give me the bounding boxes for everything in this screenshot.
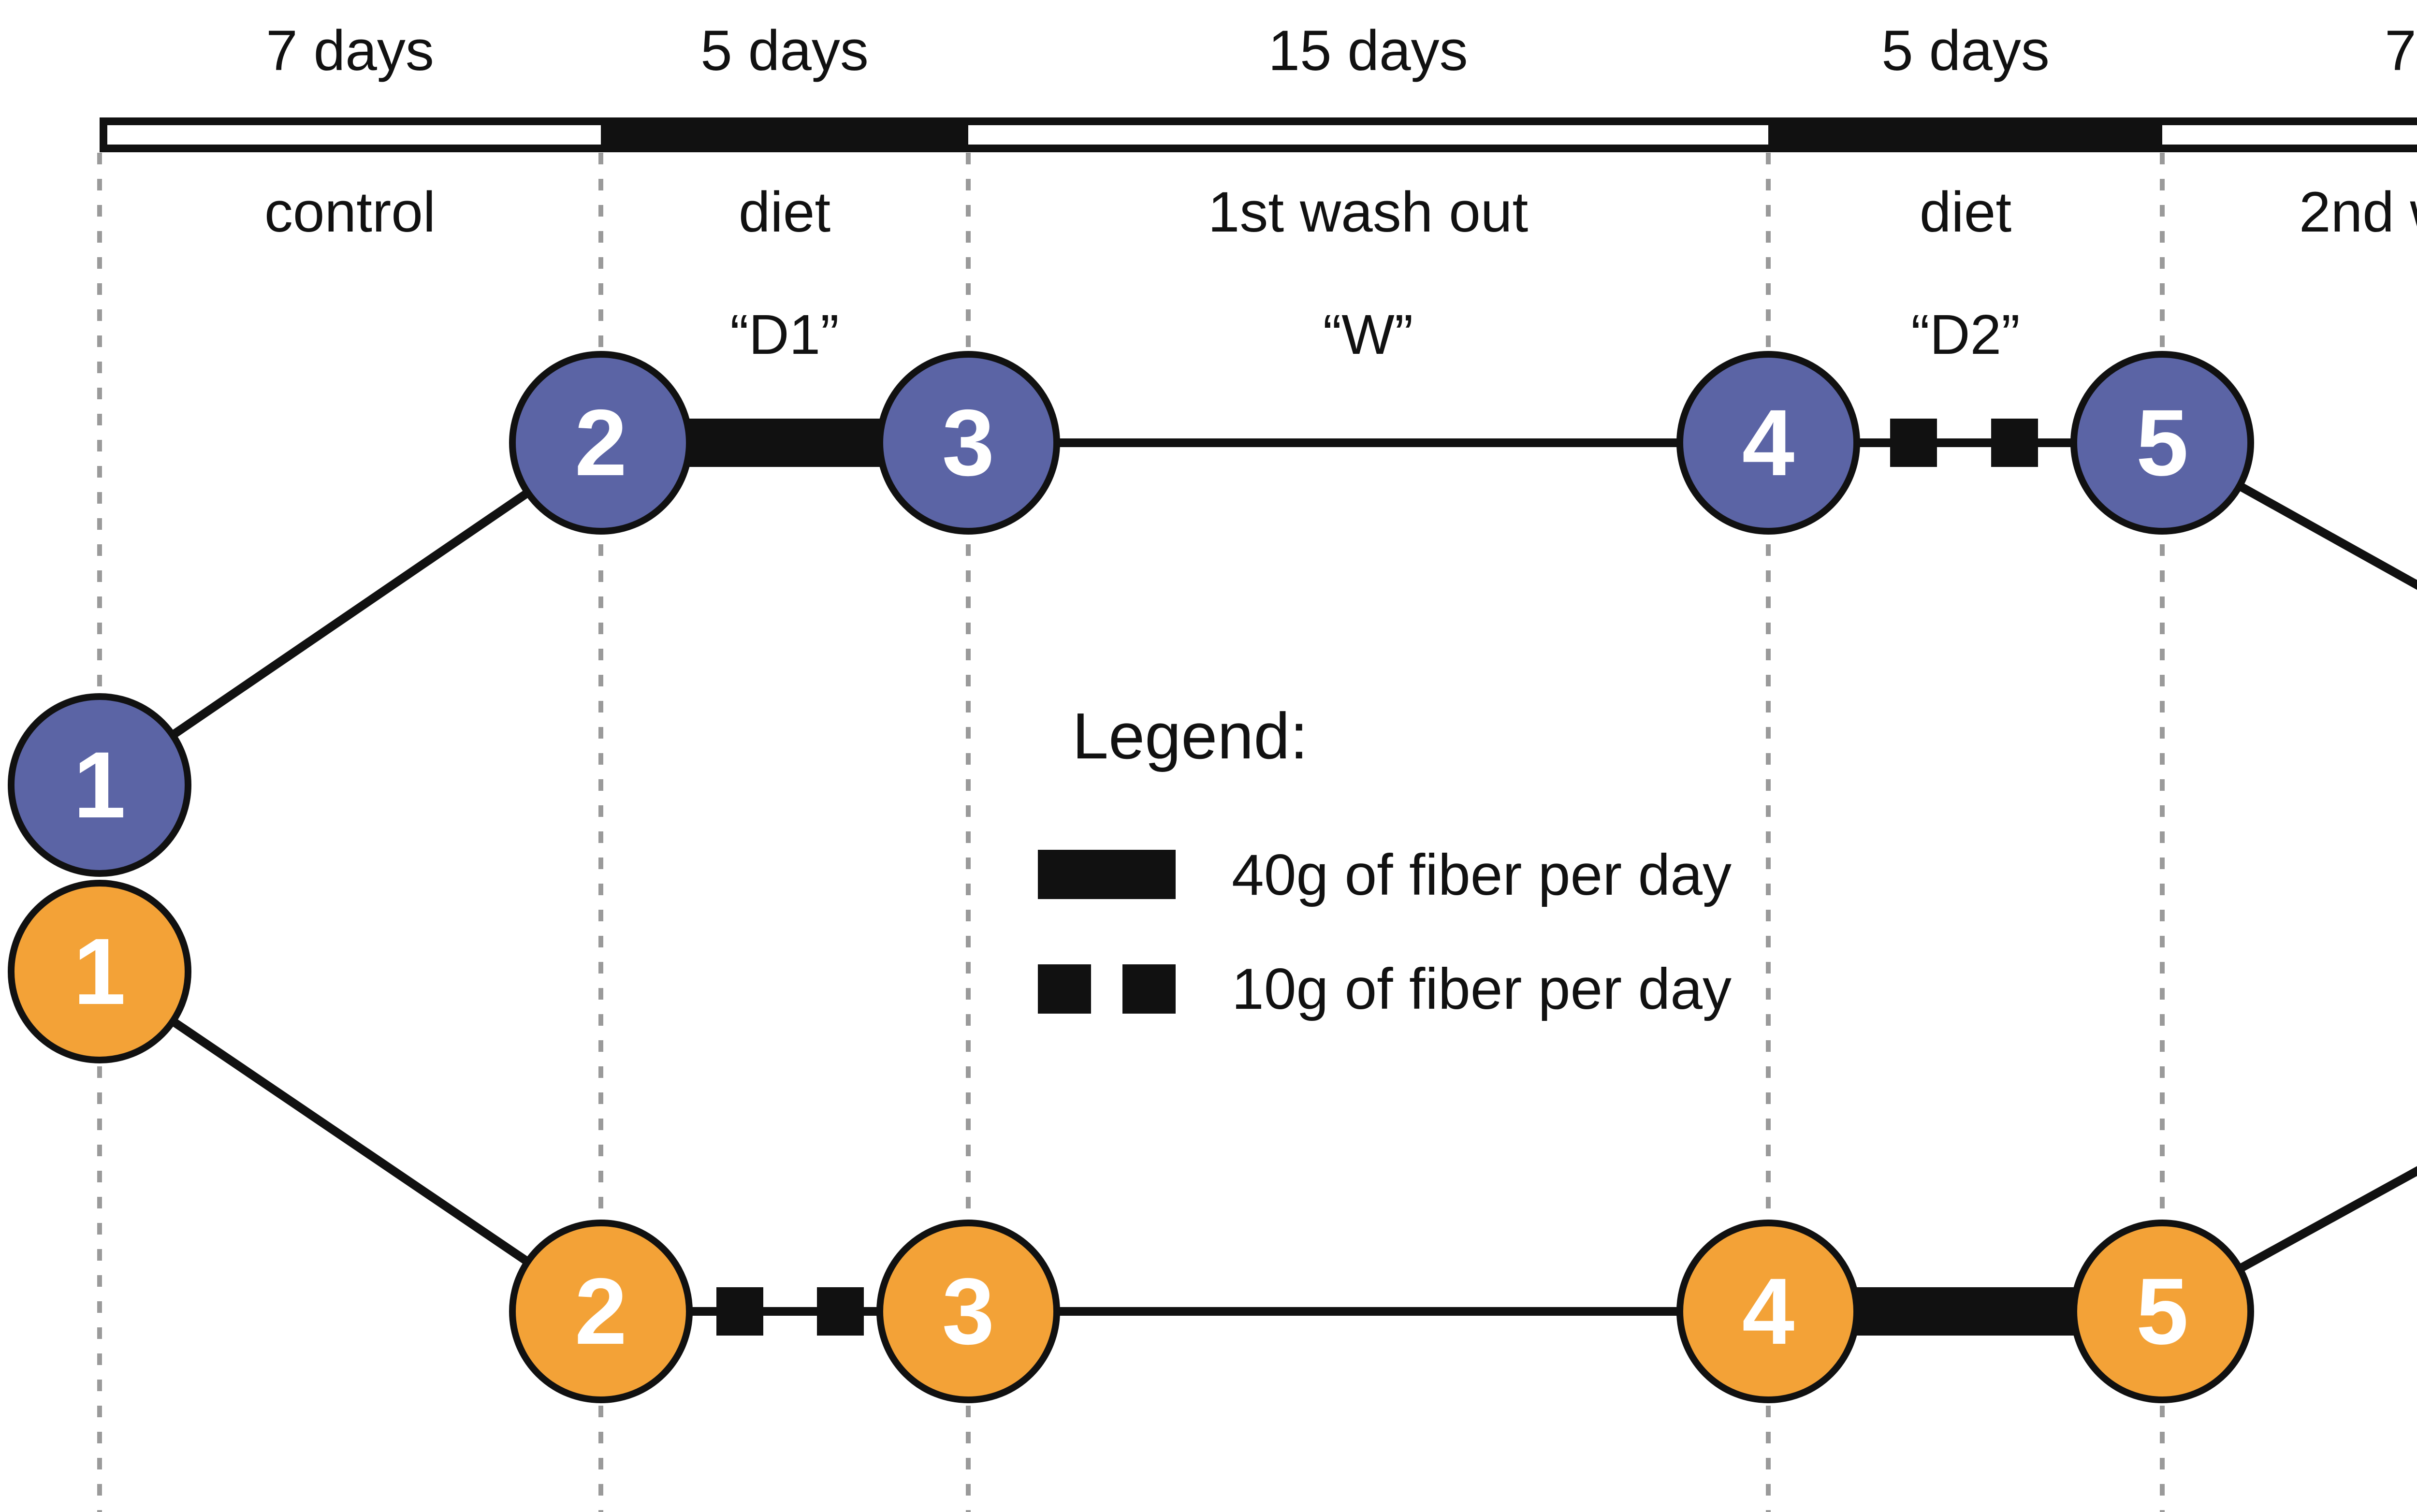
- phase-label-diet1: diet: [738, 180, 831, 244]
- node-orange-4: 4: [1676, 1220, 1860, 1403]
- node-orange-3: 3: [876, 1220, 1060, 1403]
- duration-label-diet1: 5 days: [700, 19, 869, 83]
- orange-arm-connectors: [97, 968, 2417, 1316]
- phase-label-control: control: [264, 180, 436, 244]
- phase-label-washout2: 2nd wash out: [2299, 180, 2417, 244]
- node-orange-5: 5: [2070, 1220, 2254, 1403]
- code-label-d2: “D2”: [1911, 303, 2020, 366]
- duration-label-control: 7 days: [266, 19, 434, 83]
- orange-link-1-2: [97, 968, 604, 1315]
- node-blue-4: 4: [1676, 351, 1860, 535]
- orange-40g-bar-4-5: [1851, 1287, 2074, 1336]
- dashed-squares-swatch-b: [1122, 964, 1176, 1014]
- blue-arm-connectors: [97, 438, 2417, 789]
- duration-label-washout1: 15 days: [1268, 19, 1468, 83]
- orange-link-5-6: [2160, 1166, 2417, 1315]
- blue-10g-square-a: [1890, 419, 1937, 467]
- node-orange-1: 1: [8, 880, 191, 1063]
- legend-title: Legend:: [1072, 699, 1308, 772]
- code-label-w: “W”: [1323, 303, 1413, 366]
- blue-link-5-6: [2160, 439, 2417, 590]
- code-label-d1: “D1”: [730, 303, 839, 366]
- blue-10g-square-b: [1991, 419, 2038, 467]
- solid-bar-swatch: [1038, 850, 1176, 899]
- phase-label-diet2: diet: [1919, 180, 2012, 244]
- timeline-diet1-black-segment: [601, 117, 968, 152]
- orange-10g-square-b: [817, 1287, 864, 1336]
- phase-label-washout1: 1st wash out: [1208, 180, 1529, 244]
- timeline-diet2-black-segment: [1768, 117, 2162, 152]
- legend-label-40g: 40g of fiber per day: [1232, 843, 1732, 907]
- node-orange-2: 2: [509, 1220, 693, 1403]
- node-blue-2: 2: [509, 351, 693, 535]
- duration-label-washout2: 7 days: [2385, 19, 2417, 83]
- blue-link-1-2: [97, 439, 604, 789]
- legend-label-10g: 10g of fiber per day: [1232, 957, 1732, 1021]
- node-blue-1: 1: [8, 693, 191, 877]
- orange-10g-square-a: [716, 1287, 763, 1336]
- duration-label-diet2: 5 days: [1881, 19, 2050, 83]
- blue-40g-bar-2-3: [677, 419, 894, 467]
- node-blue-3: 3: [876, 351, 1060, 535]
- node-blue-5: 5: [2070, 351, 2254, 535]
- dashed-squares-swatch-a: [1038, 964, 1091, 1014]
